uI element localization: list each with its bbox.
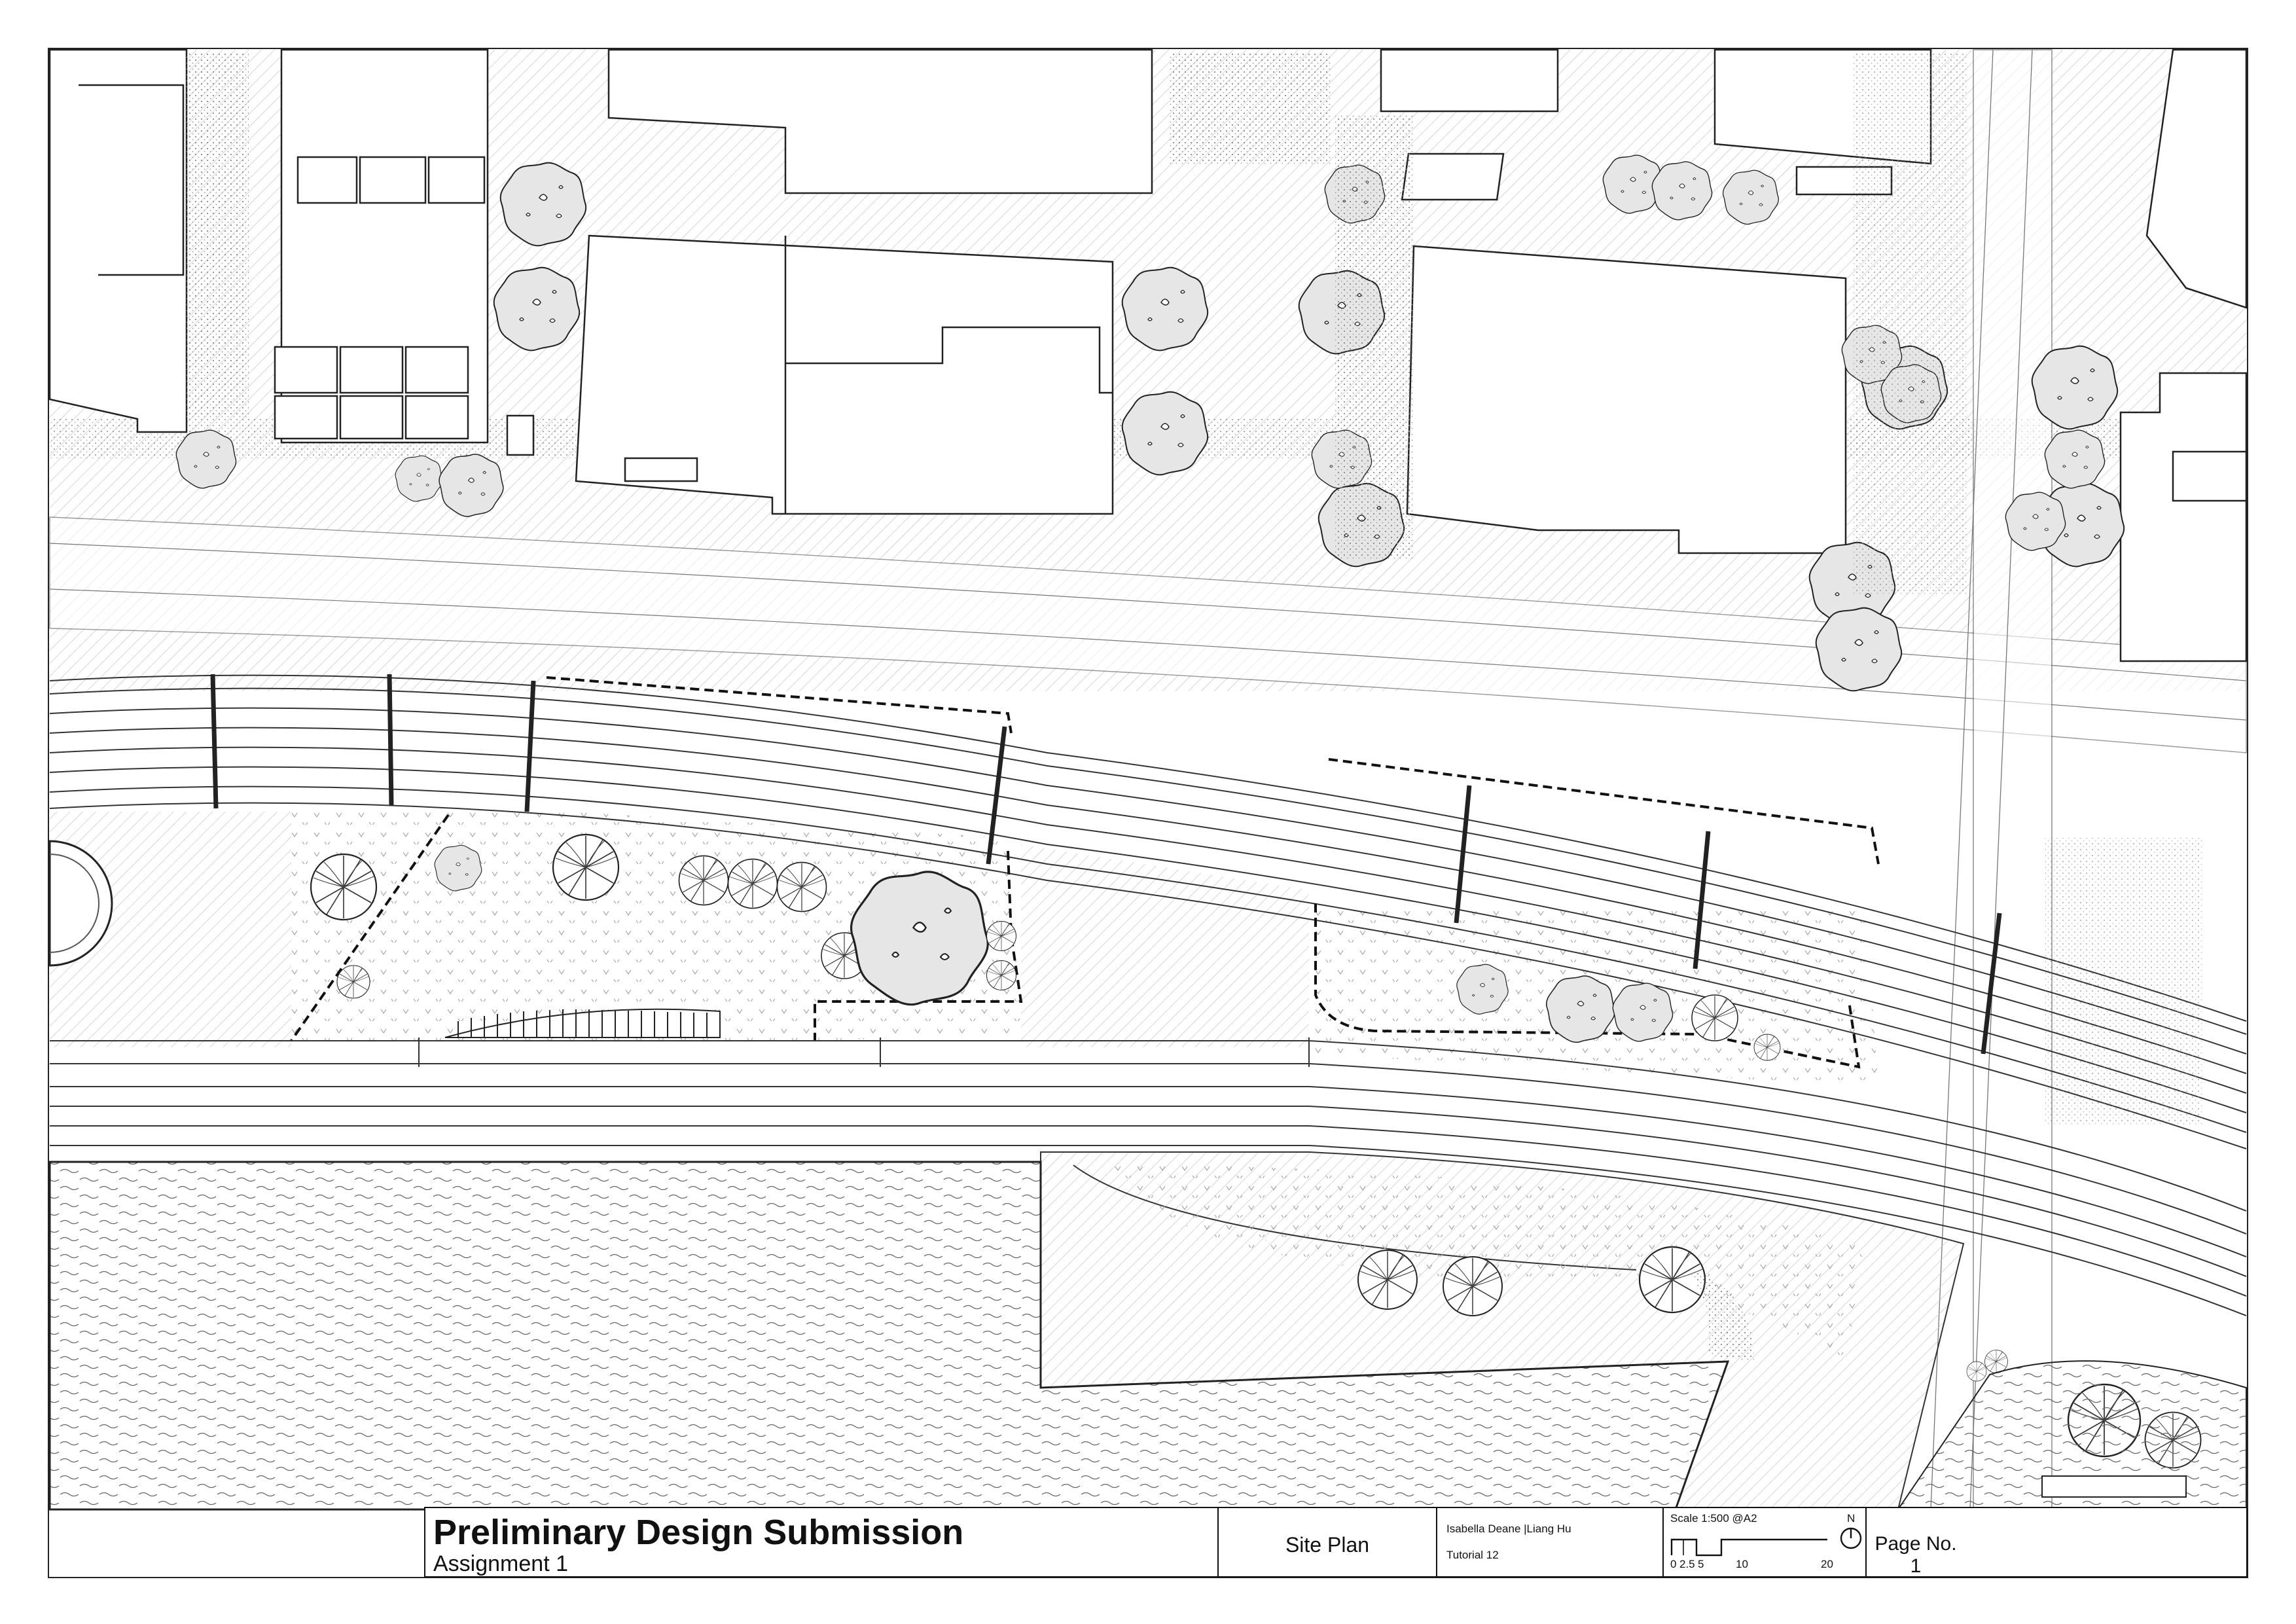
tree-small-north [439,454,504,517]
tree-small-north [1651,161,1713,221]
elevated-rail [49,674,2247,1149]
tree-canopy-icon [727,858,778,909]
scale-tick-2-5: 2.5 [1679,1558,1695,1570]
tree-icon [2031,345,2119,430]
rail-piers [210,674,2002,1055]
street-upper [49,516,2247,753]
tree-canopy-icon [1753,1034,1781,1061]
tree-canopy-icon [678,855,729,906]
tree-icon [1121,391,1209,476]
pontoon [2041,1475,2187,1498]
tree-icon [850,871,989,1006]
tree-icon [175,429,237,489]
scale-tick-0: 0 [1670,1558,1677,1570]
authors-cell: Isabella Deane |Liang Hu Tutorial 12 [1436,1508,1662,1576]
site-boundary-west [290,676,1023,1042]
tree-canopy-icon [1357,1250,1418,1310]
building-ne [2119,48,2248,662]
river-water-east [1897,1360,2247,1510]
authors: Isabella Deane |Liang Hu [1446,1523,1571,1535]
title-block: Preliminary Design Submission Assignment… [424,1507,2248,1578]
stipple-patch [1689,1270,1754,1362]
road-vertical-east [1973,49,2053,1510]
scale-tick-20: 20 [1821,1558,1833,1570]
tutorial: Tutorial 12 [1446,1549,1499,1561]
tree-icon [1121,266,1209,352]
tree-icon [395,455,443,502]
hatch-mid-2 [1021,844,1309,1047]
river-water [48,1161,1730,1511]
tree-canopy-icon [1966,1361,1987,1382]
building-n3 [575,48,1153,515]
tree-small-north [2044,429,2106,489]
stipple-patch [1852,52,1967,596]
tree-canopy-icon [336,965,370,999]
site-boundary-east [1314,758,1880,1069]
tree-canopy-icon [310,853,378,921]
scale-label: Scale 1:500 @A2 [1670,1512,1757,1525]
drawing-title-cell: Site Plan [1217,1508,1436,1576]
tree-icon [1722,170,1780,225]
tree-small-north [1722,170,1780,225]
drawing-title: Site Plan [1285,1533,1370,1557]
scale-cell: Scale 1:500 @A2 0 2.5 5 10 20 N [1662,1508,1865,1576]
tree-icon [1815,607,1903,692]
tree-icon [1612,983,1674,1042]
tree-canopy-icon [1691,994,1738,1041]
tree-promenade [1357,1250,1418,1310]
building-nw [48,48,188,433]
assignment-label: Assignment 1 [433,1551,568,1576]
stair-ramp [444,1008,721,1038]
tree-icon [2044,429,2106,489]
tree-icon [2005,492,2066,551]
page-cell: Page No. 1 [1865,1508,2248,1577]
tree-park-east [1456,964,1509,1015]
tree-canopy-icon [1443,1256,1503,1316]
tree-canopy-icon [1984,1350,2008,1373]
scale-bar-icon [1670,1538,1827,1557]
tree-small-north [395,455,443,502]
tree-small-north [2005,492,2066,551]
tree-canopy-icon [552,833,620,901]
tree-canopy-icon [986,960,1016,990]
scale-tick-10: 10 [1736,1558,1748,1570]
tree-icon [493,266,581,352]
north-label: N [1847,1512,1856,1525]
stipple-patch [187,52,249,419]
page-frame [48,48,2248,1578]
tree-icon [499,162,587,247]
north-arrow-icon [1840,1527,1862,1549]
tree-small-north [175,429,237,489]
roundabout-west [48,840,113,967]
tree-icon [439,454,504,517]
page-number: Page No. 1 [1874,1533,1957,1577]
tree-icon [1456,964,1509,1015]
scale-tick-5: 5 [1698,1558,1704,1570]
road-lower [50,1040,2247,1316]
stipple-patch [1335,115,1414,560]
project-title: Preliminary Design Submission [433,1513,964,1552]
tree-canopy-icon [986,921,1016,951]
building-n2 [274,48,535,456]
tree-icon [434,844,482,892]
tree-canopy-icon [776,861,827,912]
tree-park [434,844,482,892]
tree-icon [1651,161,1713,221]
tree-large-park [850,871,989,1006]
tree-icon [1545,975,1615,1043]
hatch-mid [50,812,291,1047]
title-cell: Preliminary Design Submission Assignment… [425,1508,1217,1576]
stipple-patch [1168,52,1332,164]
stipple-patch [2045,838,2202,1126]
